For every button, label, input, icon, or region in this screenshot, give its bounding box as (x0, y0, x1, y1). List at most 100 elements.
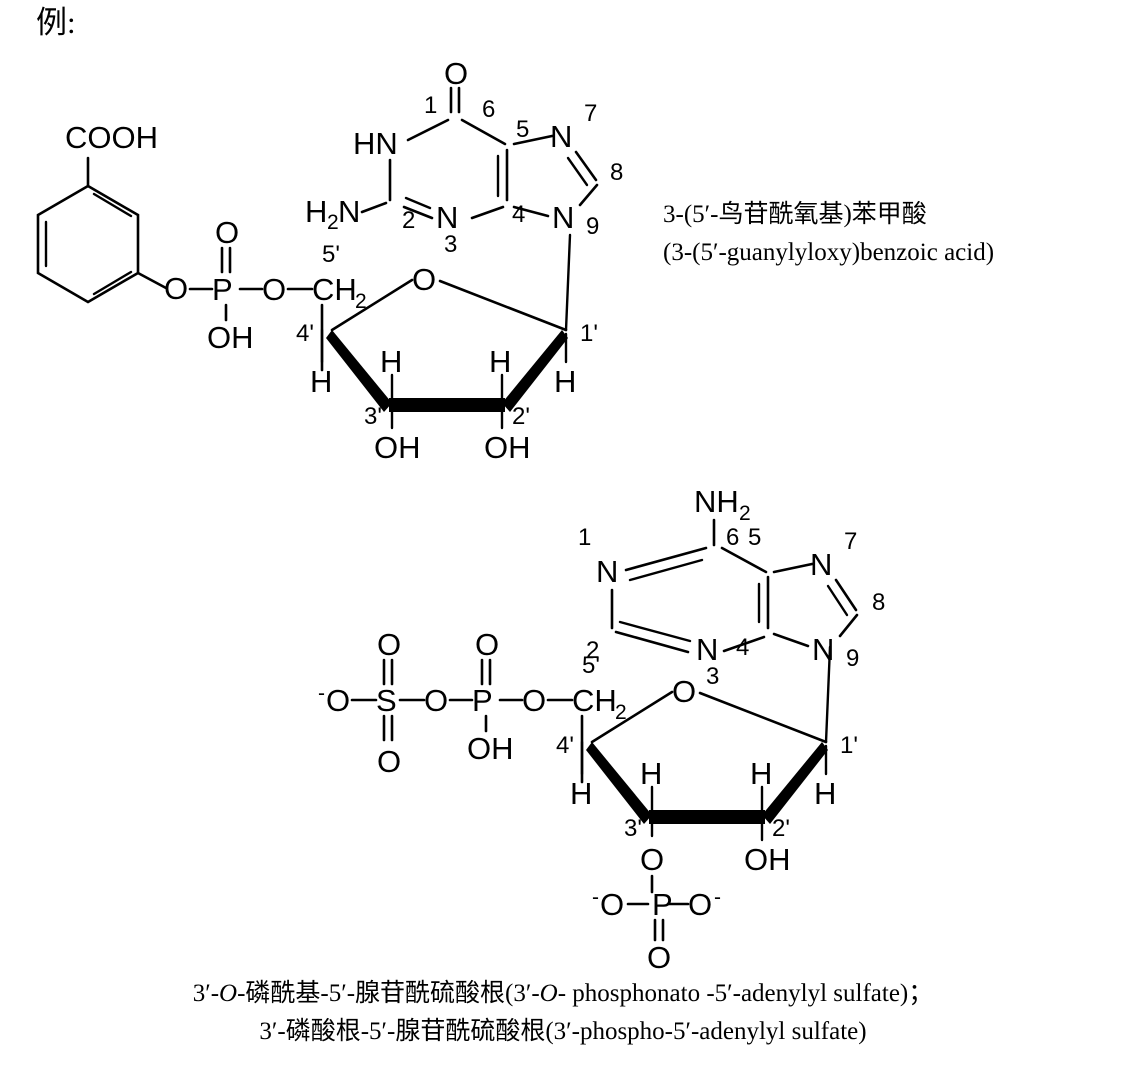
phosphate3-charge-left: - (592, 886, 599, 909)
adenine-number-5: 5 (748, 524, 761, 551)
position-5prime-label-2: 5' (582, 652, 600, 679)
guanine-n7: N (550, 119, 572, 154)
adenine-base: NH 2 N 1 6 5 (578, 484, 885, 690)
guanine-number-7: 7 (584, 100, 597, 127)
structure-2-phosphoadenylyl-sulfate: - O S O O O P O OH (318, 484, 885, 975)
adenine-number-1: 1 (578, 524, 591, 551)
guanine-number-3: 3 (444, 231, 457, 258)
phosphate3-link-oxygen: O (640, 842, 664, 877)
position-1prime-label: 1' (580, 320, 598, 347)
ring-oxygen: O (412, 262, 436, 297)
h-at-c3prime: H (380, 344, 402, 379)
phosphate-hydroxyl: OH (207, 320, 254, 355)
position-5prime-label: 5' (322, 241, 340, 268)
guanine-n3: N (436, 200, 458, 235)
guanine-amino-subscript: 2 (327, 211, 339, 234)
adenine-amino-subscript: 2 (739, 502, 751, 525)
adenine-number-6: 6 (726, 524, 739, 551)
adenine-number-4: 4 (736, 634, 749, 661)
h-at-c1prime: H (554, 364, 576, 399)
adenine-number-9: 9 (846, 645, 859, 672)
h-at-c3prime-2: H (640, 756, 662, 791)
caption-1-italic-o-2: O (539, 980, 558, 1007)
adenine-number-7: 7 (844, 528, 857, 555)
guanine-number-5: 5 (516, 116, 529, 143)
compound-1-english-name: (3-(5′-guanylyloxy)benzoic acid) (663, 239, 995, 266)
sulfonyl-oxygen-bottom: O (377, 744, 401, 779)
guanine-base: O HN 1 6 5 4 N 3 (305, 56, 623, 258)
position-3prime-label: 3' (364, 403, 382, 430)
phosphate-hydroxyl-2: OH (467, 731, 514, 766)
c5-methylene-2: CH (572, 683, 617, 718)
caption-1-part-e: - phosphonato -5′-adenylyl sulfate)； (557, 980, 934, 1007)
phosphate3-charge-right: - (714, 886, 721, 909)
phosphoryl-oxygen: O (215, 215, 239, 250)
ribose-ring-2: O 4' H H 3' H 2' OH 1' H (556, 645, 858, 877)
h-at-c4prime: H (310, 364, 332, 399)
sulfur-atom: S (376, 683, 397, 718)
position-4prime-label-2: 4' (556, 732, 574, 759)
position-2prime-label: 2' (512, 403, 530, 430)
three-prime-phosphate-group: O P O - O - O (592, 842, 721, 975)
sulfate-terminal-oxygen: O (326, 683, 350, 718)
adenine-n9: N (812, 632, 834, 667)
adenine-n3: N (696, 632, 718, 667)
phosphate3-oxygen-double: O (647, 940, 671, 975)
ring-oxygen-2: O (672, 674, 696, 709)
adenine-n1: N (596, 554, 618, 589)
guanine-amino-h: H (305, 194, 327, 229)
benzene-ring (36, 184, 140, 304)
guanine-number-8: 8 (610, 159, 623, 186)
c5-methylene-subscript: 2 (355, 290, 367, 313)
compound-1-chinese-name: 3-(5′-鸟苷酰氧基)苯甲酸 (663, 201, 927, 228)
h-at-c2prime: H (489, 344, 511, 379)
guanine-n9: N (552, 200, 574, 235)
adenine-number-3: 3 (706, 663, 719, 690)
position-4prime-label: 4' (296, 320, 314, 347)
phosphate3-oxygen-right: O (688, 887, 712, 922)
structure-1-guanylyloxy-benzoic-acid: COOH O P O OH (36, 56, 623, 465)
phosphorus-atom-3: P (652, 887, 673, 922)
caption-1-part-a: 3′- (192, 980, 220, 1007)
c5-methylene-subscript-2: 2 (615, 701, 627, 724)
sulfonyl-oxygen-top: O (377, 627, 401, 662)
guanine-number-6: 6 (482, 96, 495, 123)
adenine-number-8: 8 (872, 589, 885, 616)
guanine-number-2: 2 (402, 207, 415, 234)
ester-oxygen-sugar: O (262, 272, 286, 307)
adenine-amino: NH (694, 484, 739, 519)
hydroxyl-at-c2prime-2: OH (744, 842, 791, 877)
h-at-c2prime-2: H (750, 756, 772, 791)
guanine-amino-n: N (338, 194, 360, 229)
guanine-n1-h: HN (353, 126, 398, 161)
position-2prime-label-2: 2' (772, 815, 790, 842)
h-at-c1prime-2: H (814, 776, 836, 811)
phosphorus-atom: P (212, 272, 233, 307)
caption-line-2: 3′-磷酸根-5′-腺苷酰硫酸根(3′-phospho-5′-adenylyl … (259, 1018, 867, 1045)
hydroxyl-at-c2prime: OH (484, 430, 531, 465)
ester-oxygen-aryl: O (164, 271, 188, 306)
guanine-number-1: 1 (424, 92, 437, 119)
guanine-c6-oxygen: O (444, 56, 468, 91)
phosphorus-atom-2: P (472, 683, 493, 718)
ribose-ring-1: O 4' H H 3' OH H (296, 233, 598, 465)
sulfate-terminal-charge: - (318, 682, 325, 705)
position-3prime-label-2: 3' (624, 815, 642, 842)
h-at-c4prime-2: H (570, 776, 592, 811)
sulfate-phosphate-bridge-oxygen: O (424, 683, 448, 718)
caption-1-part-c: -磷酰基-5′-腺苷酰硫酸根(3′- (237, 980, 540, 1007)
caption-1-italic-o-1: O (219, 980, 238, 1007)
ester-oxygen-sugar-2: O (522, 683, 546, 718)
caption-line-1: 3′-O-磷酰基-5′-腺苷酰硫酸根(3′-O- phosphonato -5′… (0, 975, 1126, 1013)
carboxyl-label: COOH (65, 120, 158, 155)
adenine-number-2: 2 (586, 637, 599, 664)
phosphate3-oxygen-left: O (600, 887, 624, 922)
guanine-number-9: 9 (586, 213, 599, 240)
phosphoryl-oxygen-2: O (475, 627, 499, 662)
example-label: 例: (36, 5, 76, 40)
hydroxyl-at-c3prime: OH (374, 430, 421, 465)
guanine-number-4: 4 (512, 201, 525, 228)
c5-methylene: CH (312, 272, 357, 307)
